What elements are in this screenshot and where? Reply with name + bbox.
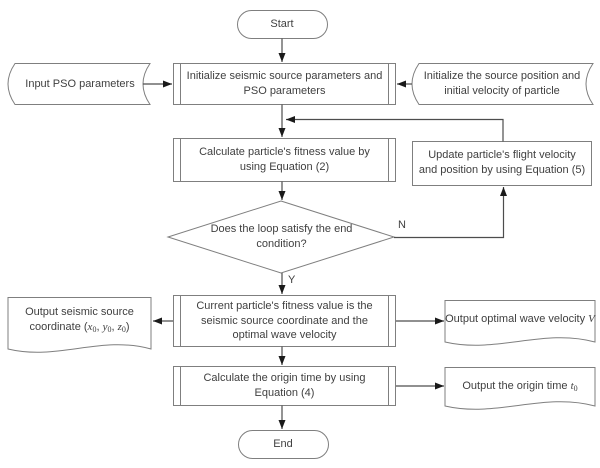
end-terminator xyxy=(238,430,329,459)
end-label: End xyxy=(238,430,328,458)
calc-origin-predefined-process xyxy=(173,366,396,406)
input-pso-stored-data-shape xyxy=(7,63,151,105)
output-time-text: Output the origin time xyxy=(462,379,571,392)
start-label: Start xyxy=(237,10,327,38)
separator1: , xyxy=(96,320,103,333)
var-t-subscript: 0 xyxy=(573,383,578,393)
output-velocity-text-line: Output optimal wave velocity V xyxy=(445,312,595,327)
arrow-update-feedback xyxy=(286,116,504,142)
coordinate-suffix: ) xyxy=(125,320,130,333)
calc-fitness-line1: Calculate particle's fitness value by xyxy=(199,146,370,159)
output-time-text-line: Output the origin time t0 xyxy=(462,379,577,395)
var-x-subscript: 0 xyxy=(92,324,97,334)
separator2: , xyxy=(111,320,118,333)
init-params-label: Initialize seismic source parameters and… xyxy=(181,63,388,105)
var-z-subscript: 0 xyxy=(121,324,126,334)
init-source-stored-data-shape xyxy=(411,63,594,105)
init-source-label: Initialize the source position and initi… xyxy=(417,63,587,105)
var-z: z xyxy=(117,320,122,333)
var-y: y xyxy=(102,320,108,333)
coordinate-prefix: coordinate ( xyxy=(29,320,88,333)
current-particle-line2: seismic source coordinate and the xyxy=(201,314,368,327)
update-velocity-line1: Update particle's flight velocity xyxy=(428,149,576,162)
output-time-document-shape xyxy=(444,367,596,410)
current-particle-predefined-process xyxy=(173,295,396,347)
output-coordinate-label: Output seismic source coordinate (x0, y0… xyxy=(10,297,149,344)
loop-decision-label: Does the loop satisfy the end condition? xyxy=(181,201,382,273)
current-particle-line3: optimal wave velocity xyxy=(232,329,337,342)
output-velocity-text: Output optimal wave velocity xyxy=(445,312,589,325)
loop-decision-line1: Does the loop satisfy the end xyxy=(210,223,353,236)
var-y-subscript: 0 xyxy=(107,324,112,334)
start-label-text: Start xyxy=(270,17,294,30)
arrow-decision-no-to-update xyxy=(394,187,507,239)
init-params-line2: PSO parameters xyxy=(243,85,326,97)
calc-fitness-label: Calculate particle's fitness value by us… xyxy=(181,138,388,182)
init-source-line2: initial velocity of particle xyxy=(444,85,560,97)
calc-origin-line2: Equation (4) xyxy=(254,387,315,399)
output-time-label: Output the origin time t0 xyxy=(447,367,593,406)
calc-origin-line1: Calculate the origin time by using xyxy=(203,372,366,385)
var-x: x xyxy=(87,320,93,333)
end-label-text: End xyxy=(273,437,293,450)
calc-fitness-line2: using Equation (2) xyxy=(239,161,330,173)
init-source-line1: Initialize the source position and xyxy=(423,70,581,83)
output-coordinate-line1: Output seismic source xyxy=(25,306,134,319)
decision-no-label: N xyxy=(398,219,406,231)
update-velocity-process xyxy=(412,141,592,186)
loop-decision-diamond xyxy=(166,200,396,274)
input-pso-label: Input PSO parameters xyxy=(12,63,148,105)
init-params-predefined-process xyxy=(173,63,396,105)
calc-origin-label: Calculate the origin time by using Equat… xyxy=(181,366,388,406)
var-v: V xyxy=(588,312,595,325)
calc-fitness-predefined-process xyxy=(173,138,396,182)
current-particle-label: Current particle's fitness value is the … xyxy=(181,295,388,347)
decision-yes-label: Y xyxy=(288,274,296,286)
var-t: t xyxy=(570,379,574,392)
output-velocity-label: Output optimal wave velocity V xyxy=(445,300,595,338)
current-particle-line1: Current particle's fitness value is the xyxy=(196,300,373,313)
update-velocity-line2: and position by using Equation (5) xyxy=(418,164,586,176)
update-velocity-label: Update particle's flight velocity and po… xyxy=(414,141,590,185)
output-coordinate-document-shape xyxy=(7,297,152,353)
output-coordinate-line2: coordinate (x0, y0, z0) xyxy=(29,320,129,336)
loop-decision-line2: condition? xyxy=(256,238,307,250)
input-pso-label-text: Input PSO parameters xyxy=(25,77,135,90)
init-params-line1: Initialize seismic source parameters and xyxy=(186,70,383,83)
output-velocity-document-shape xyxy=(444,300,596,346)
